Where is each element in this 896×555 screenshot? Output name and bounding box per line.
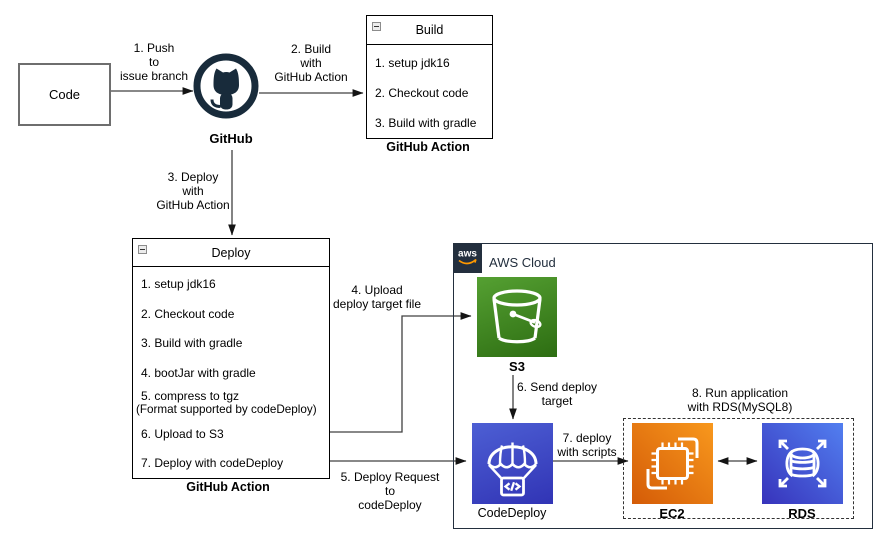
deploy-step: 3. Build with gradle xyxy=(141,336,243,350)
deploy-step: 2. Checkout code xyxy=(141,307,235,321)
build-step: 1. setup jdk16 xyxy=(375,56,450,70)
deploy-step: 5. compress to tgz xyxy=(141,389,240,403)
build-box-title: Build xyxy=(415,23,444,37)
rds-node xyxy=(762,423,843,504)
code-node: Code xyxy=(18,63,111,126)
aws-logo-icon: aws xyxy=(453,243,482,273)
github-icon xyxy=(193,53,259,119)
github-label: GitHub xyxy=(209,131,253,146)
ec2-node xyxy=(632,423,713,504)
collapse-icon[interactable] xyxy=(138,245,147,254)
deploy-step: 1. setup jdk16 xyxy=(141,277,216,291)
build-box-header: Build xyxy=(367,16,492,45)
aws-cloud-label: AWS Cloud xyxy=(489,255,556,270)
deploy-box-title: Deploy xyxy=(211,245,251,260)
deploy-step: 4. bootJar with gradle xyxy=(141,366,256,380)
aws-cloud-group xyxy=(453,243,873,529)
build-box-caption: GitHub Action xyxy=(386,140,470,154)
ec2-label: EC2 xyxy=(659,506,685,521)
deploy-box-caption: GitHub Action xyxy=(186,480,270,494)
codedeploy-parachute-icon xyxy=(487,442,538,497)
s3-bucket-icon xyxy=(492,289,542,344)
s3-label: S3 xyxy=(509,359,525,374)
collapse-icon[interactable] xyxy=(372,22,381,31)
ec2-chip-icon xyxy=(646,437,699,490)
code-node-label: Code xyxy=(48,87,81,102)
build-step: 3. Build with gradle xyxy=(375,116,477,130)
codedeploy-node xyxy=(472,423,553,504)
deploy-step: 6. Upload to S3 xyxy=(141,427,224,441)
codedeploy-label: CodeDeploy xyxy=(477,506,547,520)
rds-database-icon xyxy=(778,439,827,488)
deploy-box-header: Deploy xyxy=(133,239,329,267)
deploy-step-note: (Format supported by codeDeploy) xyxy=(136,403,317,416)
deploy-action-box: Deploy 1. setup jdk16 2. Checkout code 3… xyxy=(132,238,330,479)
deploy-step: 7. Deploy with codeDeploy xyxy=(141,456,284,470)
ec2-rds-group xyxy=(623,418,854,519)
svg-text:aws: aws xyxy=(458,249,477,260)
github-node xyxy=(193,53,259,119)
edge-upload-arrow xyxy=(328,312,472,433)
build-step: 2. Checkout code xyxy=(375,86,469,100)
rds-label: RDS xyxy=(788,506,816,521)
build-action-box: Build 1. setup jdk16 2. Checkout code 3.… xyxy=(366,15,493,139)
s3-node xyxy=(477,277,557,357)
